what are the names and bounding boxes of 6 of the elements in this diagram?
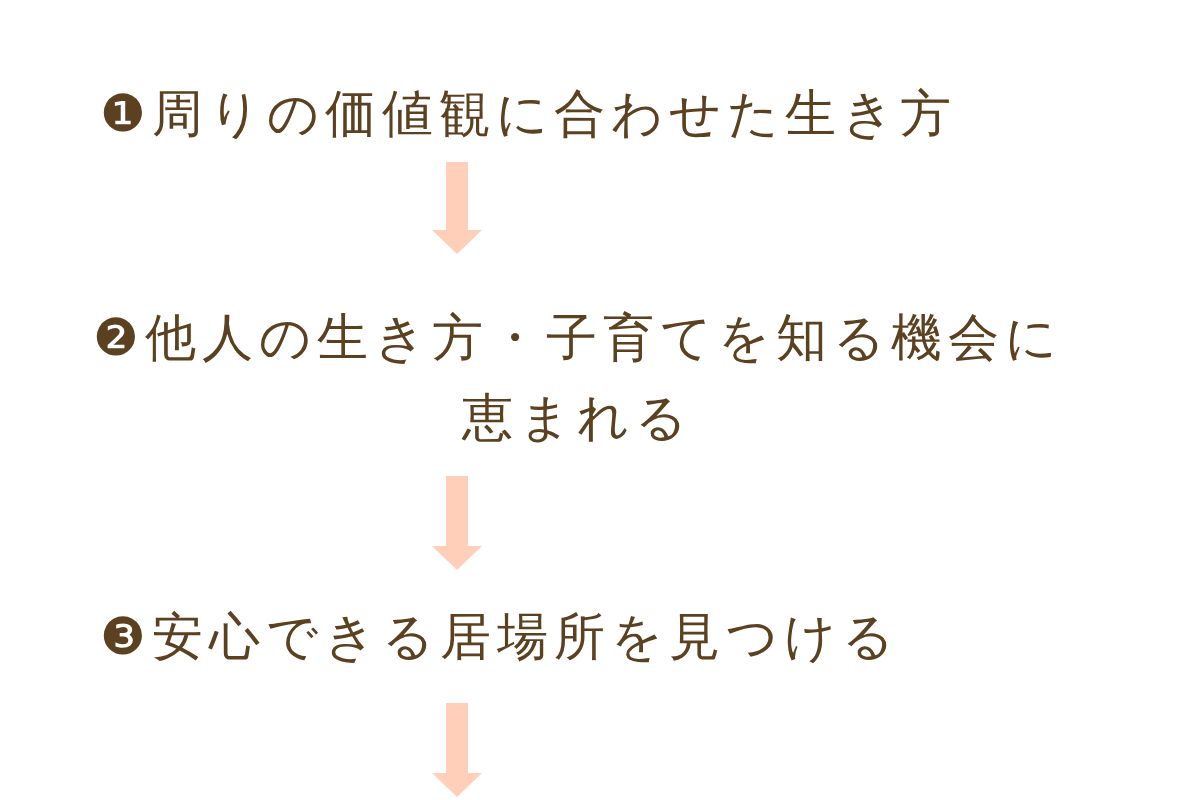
arrow [432,703,482,797]
step-text: ❷他人の生き方・子育てを知る機会に恵まれる [85,252,1070,478]
step-text: ❸安心できる居場所を見つける [100,568,1000,705]
arrow [432,162,482,254]
arrow [432,476,482,570]
step-text: ❶周りの価値観に合わせた生き方 [100,74,1000,164]
